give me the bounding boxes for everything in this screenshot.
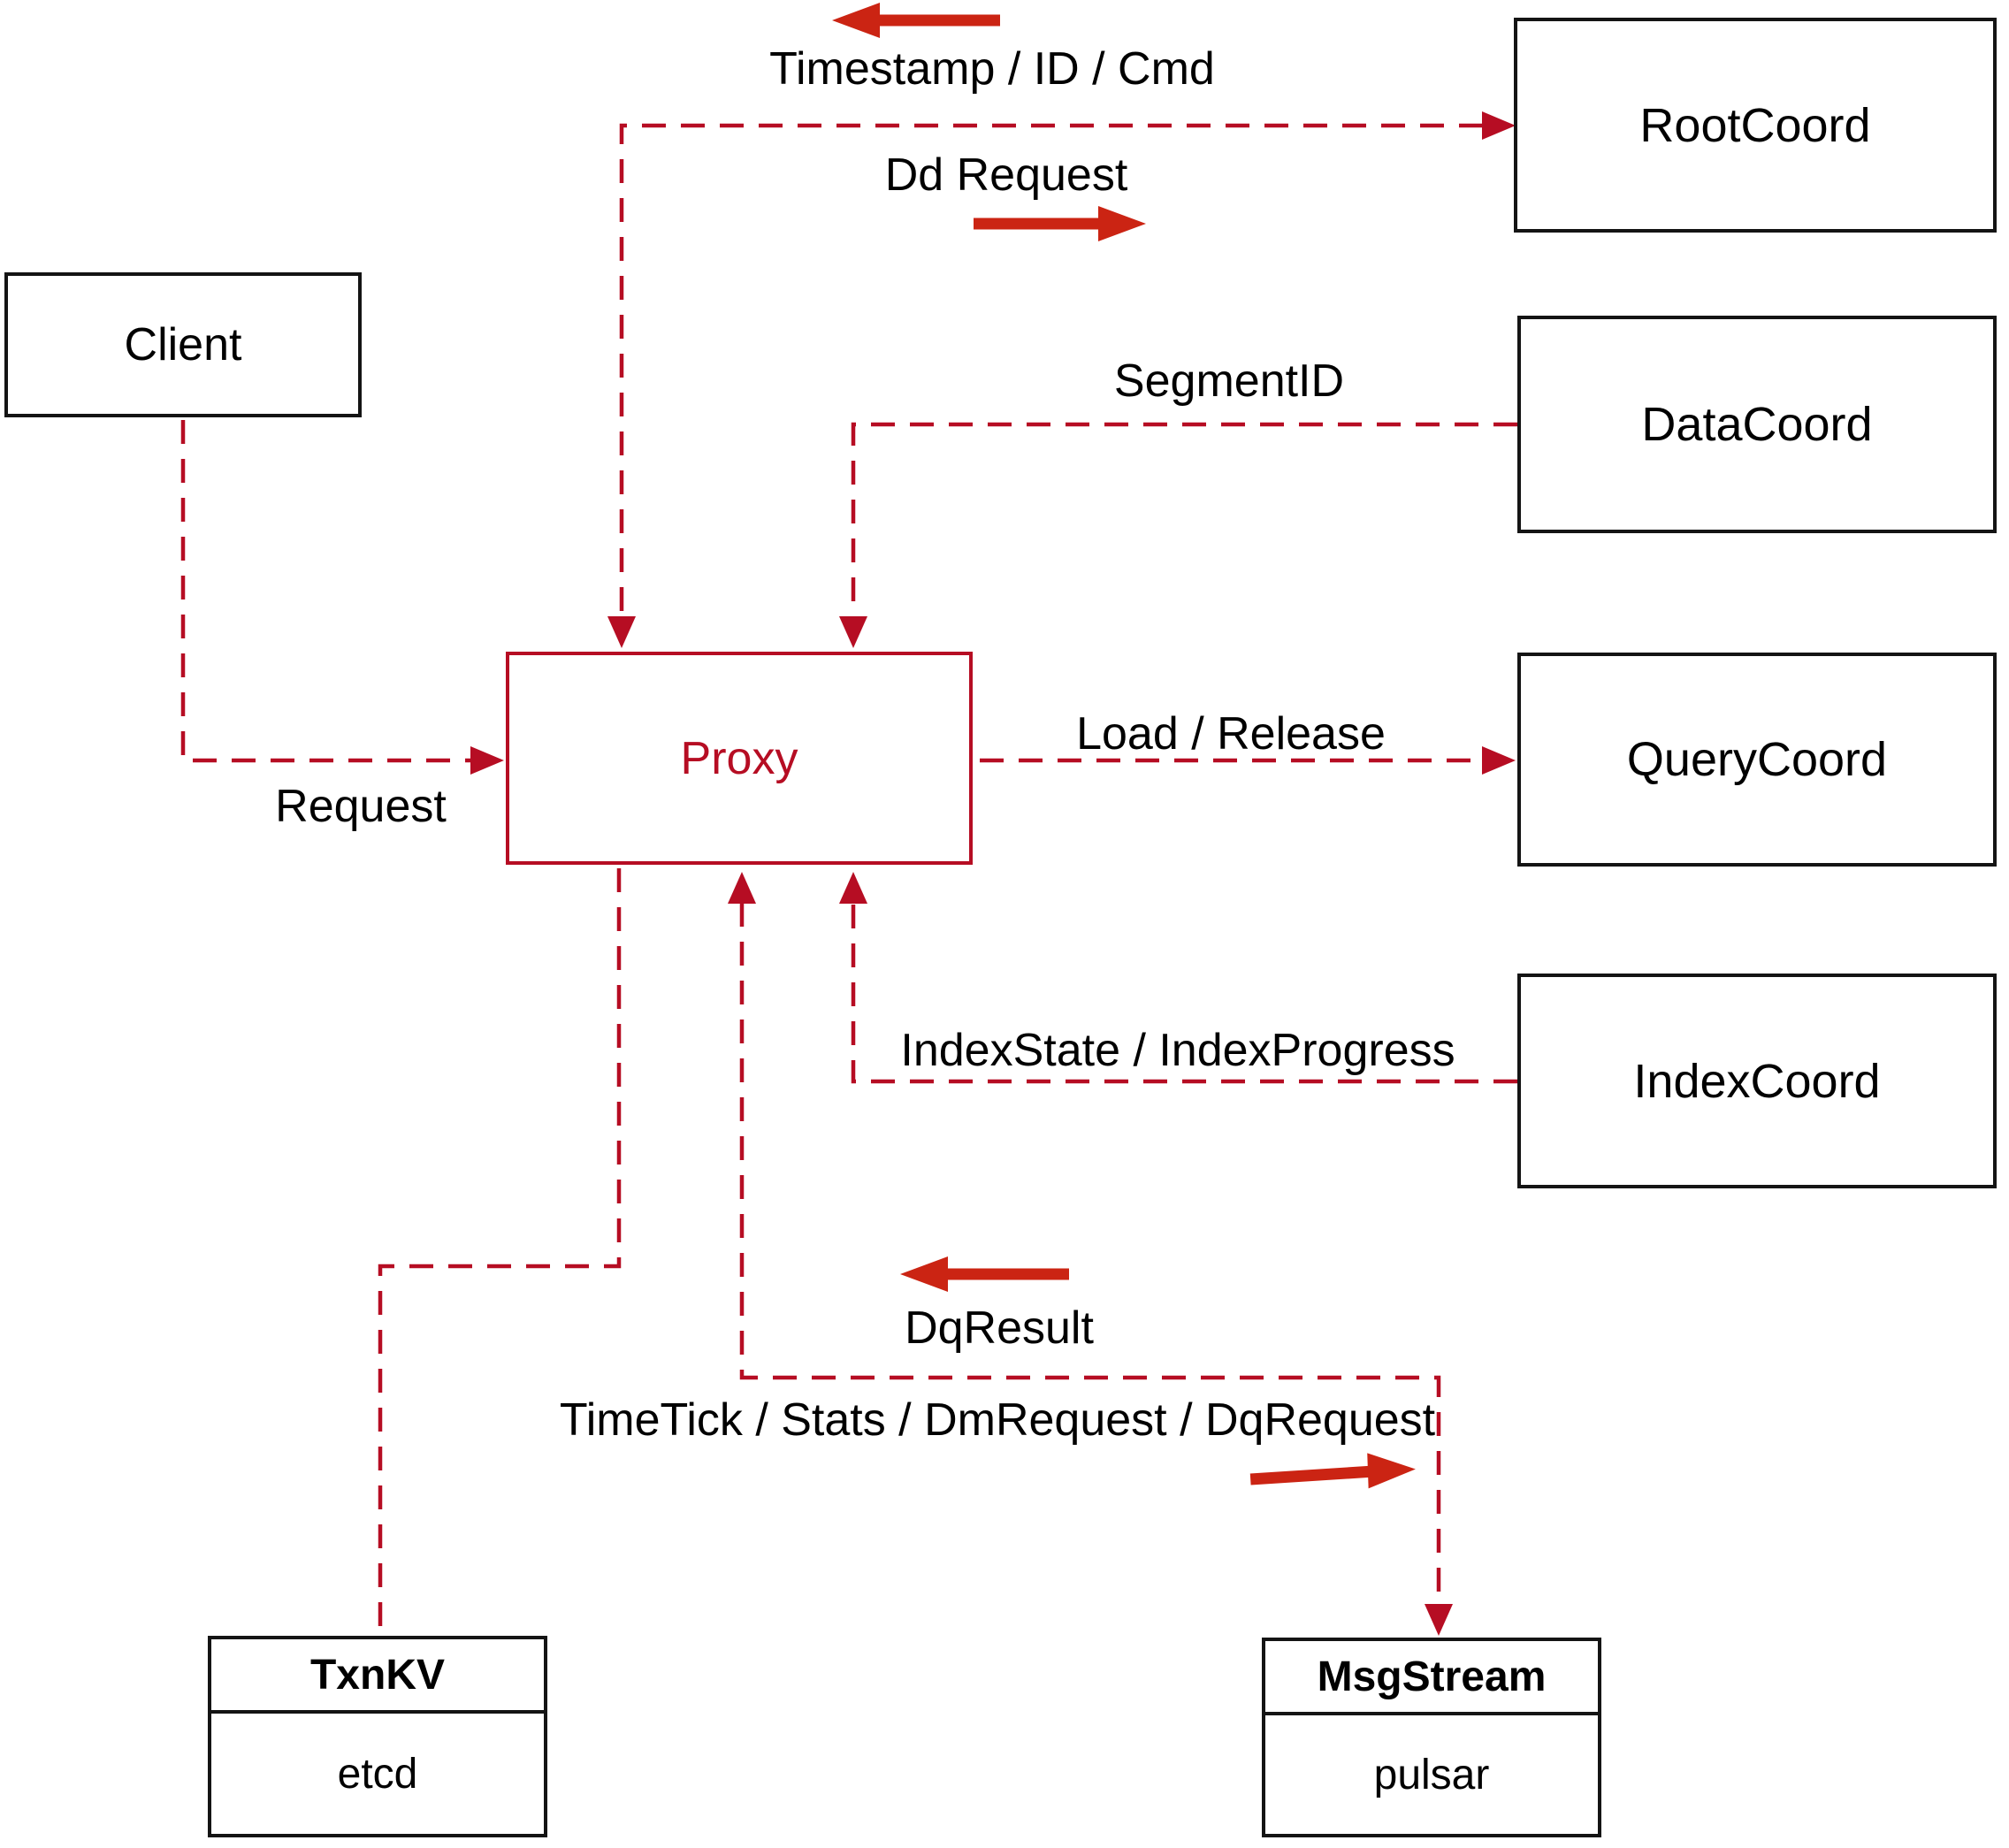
arrowhead-into-proxy-left-icon xyxy=(470,746,504,775)
edge-label-dqresult: DqResult xyxy=(905,1302,1094,1354)
node-rootcoord-label: RootCoord xyxy=(1639,98,1871,152)
arrow-right-icon xyxy=(974,206,1146,241)
arrowhead-into-proxy-top-left-icon xyxy=(607,616,636,648)
node-txnkv: TxnKV etcd xyxy=(208,1636,547,1837)
edge-datacoord-proxy xyxy=(851,422,1517,617)
node-indexcoord: IndexCoord xyxy=(1517,974,1997,1188)
edge-client-proxy xyxy=(180,420,470,763)
node-proxy-label: Proxy xyxy=(680,732,798,784)
arrowhead-into-proxy-bottom-right-icon xyxy=(839,872,867,904)
arrowhead-into-rootcoord-icon xyxy=(1482,111,1516,140)
arrowhead-into-proxy-top-right-icon xyxy=(839,616,867,648)
edge-label-indexstate-indexprogress: IndexState / IndexProgress xyxy=(900,1025,1455,1076)
arrow-left-icon xyxy=(900,1256,1069,1292)
arrowhead-into-msgstream-icon xyxy=(1425,1604,1453,1636)
arrow-right-icon xyxy=(1249,1453,1416,1489)
node-msgstream-impl: pulsar xyxy=(1373,1751,1490,1798)
node-datacoord: DataCoord xyxy=(1517,316,1997,533)
node-querycoord: QueryCoord xyxy=(1517,653,1997,867)
node-client: Client xyxy=(4,272,362,417)
edge-label-dd-request: Dd Request xyxy=(884,149,1128,201)
edge-proxy-txnkv xyxy=(378,868,622,1634)
node-proxy: Proxy xyxy=(506,652,973,865)
node-msgstream: MsgStream pulsar xyxy=(1262,1638,1601,1837)
node-txnkv-impl: etcd xyxy=(337,1750,418,1798)
node-datacoord-label: DataCoord xyxy=(1641,398,1873,451)
edge-proxy-msgstream xyxy=(739,903,1441,1604)
node-rootcoord: RootCoord xyxy=(1514,18,1997,233)
edge-label-load-release: Load / Release xyxy=(1076,708,1386,760)
node-msgstream-title: MsgStream xyxy=(1265,1641,1598,1715)
edge-label-timestamp-id-cmd: Timestamp / ID / Cmd xyxy=(769,43,1215,95)
edge-indexcoord-proxy xyxy=(851,903,1517,1084)
arrowhead-into-proxy-bottom-left-icon xyxy=(728,872,756,904)
node-indexcoord-label: IndexCoord xyxy=(1633,1054,1881,1108)
edge-label-timetick-stats: TimeTick / Stats / DmRequest / DqRequest xyxy=(559,1394,1436,1446)
arrowhead-into-querycoord-icon xyxy=(1482,746,1516,775)
node-client-label: Client xyxy=(124,319,242,370)
edge-proxy-rootcoord xyxy=(619,123,1483,617)
edge-label-segmentid: SegmentID xyxy=(1113,355,1345,407)
arrow-left-icon xyxy=(832,3,1000,38)
edge-label-request: Request xyxy=(275,781,447,832)
node-querycoord-label: QueryCoord xyxy=(1626,733,1888,786)
node-txnkv-title: TxnKV xyxy=(211,1639,544,1714)
